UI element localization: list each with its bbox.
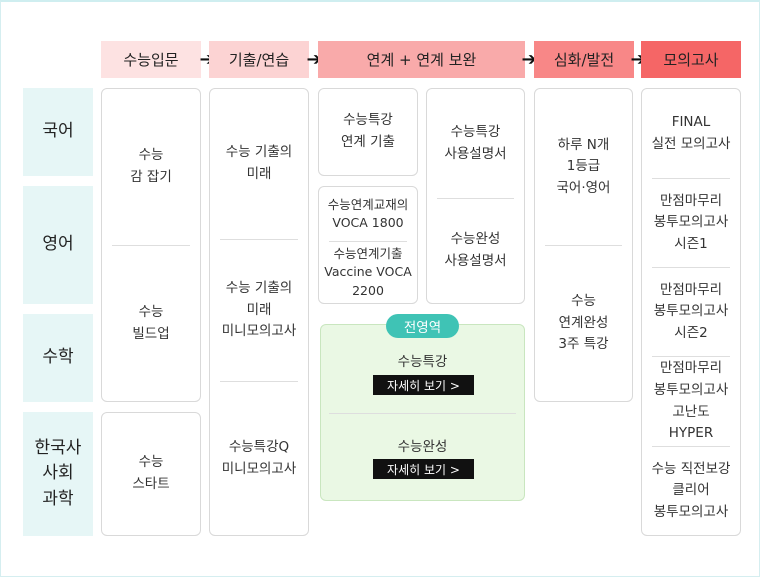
book-item[interactable]: 수능특강 사용설명서 [444, 123, 507, 162]
book-item[interactable]: 수능완성 사용설명서 [444, 231, 507, 269]
stage-practice-label: 기출/연습 [228, 51, 290, 69]
divider [112, 245, 190, 246]
subject-math: 수학 [23, 314, 93, 402]
divider [220, 381, 298, 382]
divider [545, 245, 622, 246]
detail-button[interactable]: 자세히 보기 > [373, 459, 474, 479]
stage-advanced-label: 심화/발전 [553, 51, 615, 69]
book-item[interactable]: 수능 연계완성 3주 특강 [558, 293, 609, 353]
book-item[interactable]: 수능특강 연계 기출 [341, 112, 395, 150]
stage-mock: 모의고사 [641, 41, 741, 78]
book-item[interactable]: 만점마무리 봉투모의고사 시즌2 [653, 281, 729, 341]
practice-card: 수능 기출의 미래 수능 기출의 미래 미니모의고사 수능특강Q 미니모의고사 [209, 88, 309, 536]
subject-korean: 국어 [23, 88, 93, 176]
arrow-right-icon: ➔ [306, 49, 322, 70]
book-item[interactable]: FINAL 실전 모의고사 [651, 113, 731, 152]
book-item[interactable]: 수능특강Q 미니모의고사 [221, 438, 297, 477]
book-item[interactable]: 하루 N개 1등급 국어·영어 [556, 136, 611, 196]
divider [329, 241, 407, 242]
book-item[interactable]: 만점마무리 봉투모의고사 고난도 HYPER [653, 360, 729, 442]
book-item[interactable]: 만점마무리 봉투모의고사 시즌1 [653, 192, 729, 252]
advanced-card: 하루 N개 1등급 국어·영어 수능 연계완성 3주 특강 [534, 88, 633, 402]
book-title: 수능특강 [397, 354, 448, 370]
divider [220, 239, 298, 240]
stage-intro: 수능입문 [101, 41, 201, 78]
book-item[interactable]: 수능 직전보강 클리어 봉투모의고사 [651, 460, 731, 520]
linked-left-voca-card: 수능연계교재의 VOCA 1800 수능연계기출 Vaccine VOCA 22… [318, 186, 418, 304]
divider [437, 198, 514, 199]
detail-button[interactable]: 자세히 보기 > [373, 375, 474, 395]
stage-linked-label: 연계 + 연계 보완 [366, 51, 477, 69]
stage-linked: 연계 + 연계 보완 [318, 41, 525, 78]
linked-right-card: 수능특강 사용설명서 수능완성 사용설명서 [426, 88, 525, 304]
intro-top-card: 수능 감 잡기 수능 빌드업 [101, 88, 201, 402]
divider [329, 413, 516, 414]
divider [652, 446, 730, 447]
subject-english: 영어 [23, 186, 93, 304]
book-item[interactable]: 수능연계교재의 VOCA 1800 [327, 196, 409, 230]
stage-intro-label: 수능입문 [123, 51, 179, 69]
stage-advanced: 심화/발전 [534, 41, 634, 78]
book-item[interactable]: 수능 빌드업 [132, 304, 170, 342]
stage-mock-label: 모의고사 [663, 51, 719, 69]
stage-practice: 기출/연습 [209, 41, 309, 78]
book-item[interactable]: 수능 기출의 미래 미니모의고사 [221, 280, 297, 340]
mock-card: FINAL 실전 모의고사 만점마무리 봉투모의고사 시즌1 만점마무리 봉투모… [641, 88, 741, 536]
all-areas-badge: 전영역 [386, 314, 459, 338]
subject-social-science: 한국사 사회 과학 [23, 412, 93, 536]
book-item[interactable]: 수능 스타트 [132, 454, 170, 492]
divider [652, 356, 730, 357]
divider [652, 178, 730, 179]
book-item[interactable]: 수능연계기출 Vaccine VOCA 2200 [324, 246, 412, 298]
all-areas-box: 수능특강 자세히 보기 > 수능완성 자세히 보기 > [320, 324, 525, 501]
linked-left-top-card: 수능특강 연계 기출 [318, 88, 418, 176]
divider [652, 267, 730, 268]
book-item[interactable]: 수능 감 잡기 [130, 147, 172, 185]
intro-bottom-card: 수능 스타트 [101, 412, 201, 536]
book-title: 수능완성 [397, 439, 448, 455]
book-item[interactable]: 수능 기출의 미래 [225, 144, 293, 182]
arrow-right-icon: ➔ [521, 49, 537, 70]
